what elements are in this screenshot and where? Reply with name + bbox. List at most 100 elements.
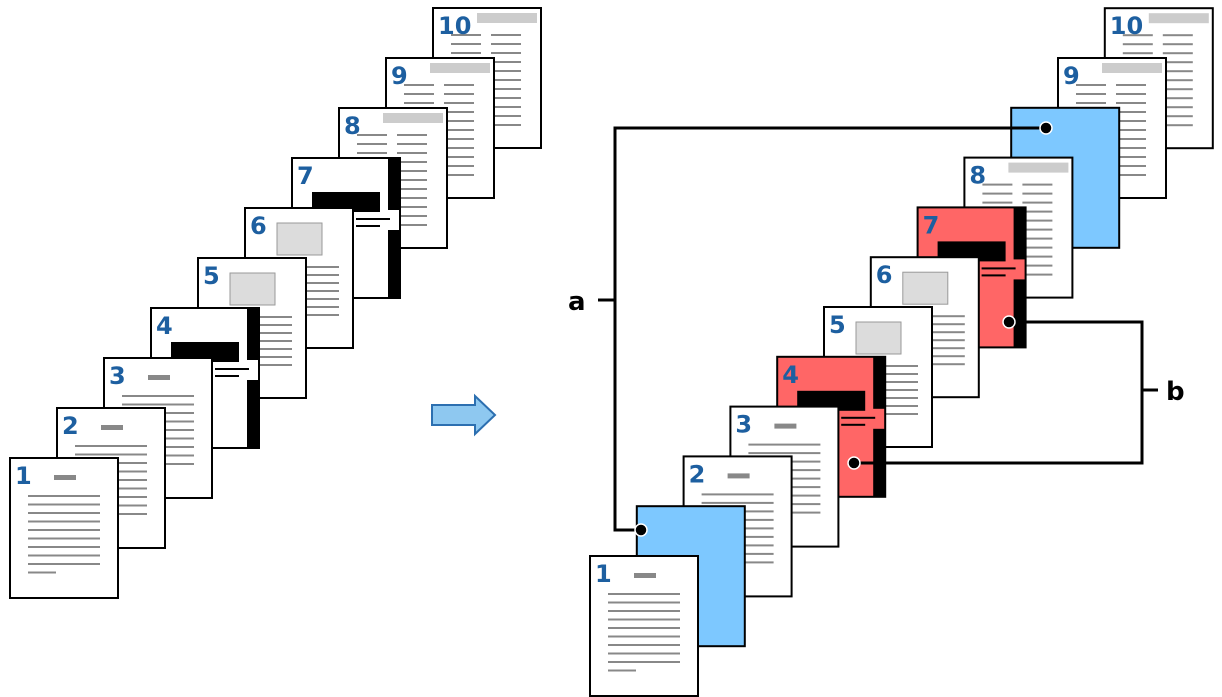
title-bar [774,423,797,429]
text-line [122,403,194,406]
text-line [258,364,292,366]
text-line [491,61,521,63]
edge-tab [1013,207,1026,260]
text-line [397,224,427,226]
text-line [28,537,100,540]
image-placeholder [229,272,276,306]
text-line [1116,84,1146,86]
header-bar [383,113,443,123]
text-line [1116,147,1146,149]
callout-brackets [598,121,1158,537]
text-line [884,389,918,391]
text-line [1116,93,1146,95]
text-line [397,206,427,208]
text-line [1162,61,1193,64]
text-line [357,134,387,136]
text-line [451,43,481,45]
text-line [1116,111,1146,113]
text-line [1116,165,1146,167]
text-line [701,493,774,496]
callout-b-dot-top [1002,315,1016,329]
text-line [491,115,521,117]
text-line [357,143,387,145]
image-placeholder [276,222,323,256]
text-line [404,102,434,104]
text-line [608,652,680,655]
left-page-1: 1 [9,457,119,599]
text-line [1116,129,1146,131]
text-line [444,138,474,140]
text-line [357,152,387,154]
text-line [1162,115,1193,118]
text-line [841,423,866,426]
text-line [215,375,239,377]
page-number: 5 [203,262,220,290]
text-line [1122,34,1153,37]
text-line [608,618,680,621]
text-line [491,70,521,72]
text-line [608,644,680,646]
text-line [404,93,434,95]
image-placeholder [855,321,902,355]
title-bar [727,473,750,479]
edge-tab [247,308,259,360]
header-bar [477,13,537,23]
edge-tab [1013,279,1026,348]
title-bar [54,475,76,480]
text-line [1162,79,1193,82]
text-line [1022,228,1053,231]
text-line [608,593,680,595]
text-line [1122,52,1153,55]
text-line [258,348,292,350]
callout-a-dot-bottom [634,523,648,537]
text-line [444,102,474,104]
callout-a-dot-top [1039,121,1053,135]
text-line [1162,106,1193,109]
text-line [491,34,521,36]
text-line [1162,34,1193,37]
text-line [1162,124,1193,127]
text-line [608,635,680,638]
text-line [1022,237,1053,240]
text-line [444,93,474,95]
text-line [491,52,521,54]
page-number: 4 [156,312,173,340]
page-number: 8 [344,112,361,140]
header-bar [1148,13,1209,24]
text-line [930,315,965,318]
text-line [1022,246,1053,249]
text-line [1022,183,1053,186]
text-line [491,88,521,90]
callout-a-label: a [568,287,586,317]
text-line [215,368,249,370]
text-line [397,179,427,181]
text-line [305,274,339,276]
text-line [397,197,427,199]
text-line [444,156,474,158]
text-line [884,373,918,375]
text-line [608,661,680,663]
text-line [1162,88,1193,91]
text-line [1116,156,1146,158]
text-line [1116,138,1146,140]
text-line [1076,102,1106,104]
text-line [1022,192,1053,195]
page-number: 8 [969,162,986,190]
text-line [748,452,821,455]
text-line [608,669,636,672]
text-line [258,316,292,318]
page-number: 4 [782,361,799,389]
title-bar [634,573,656,578]
right-page-1: 1 [589,555,699,697]
header-bar [430,63,490,73]
page-number: 1 [595,560,612,588]
text-line [305,290,339,292]
text-line [884,381,918,383]
text-line [28,554,100,557]
text-line [444,174,474,176]
text-line [397,134,427,136]
page-number: 3 [735,411,752,439]
right-arrow-icon [431,393,497,437]
